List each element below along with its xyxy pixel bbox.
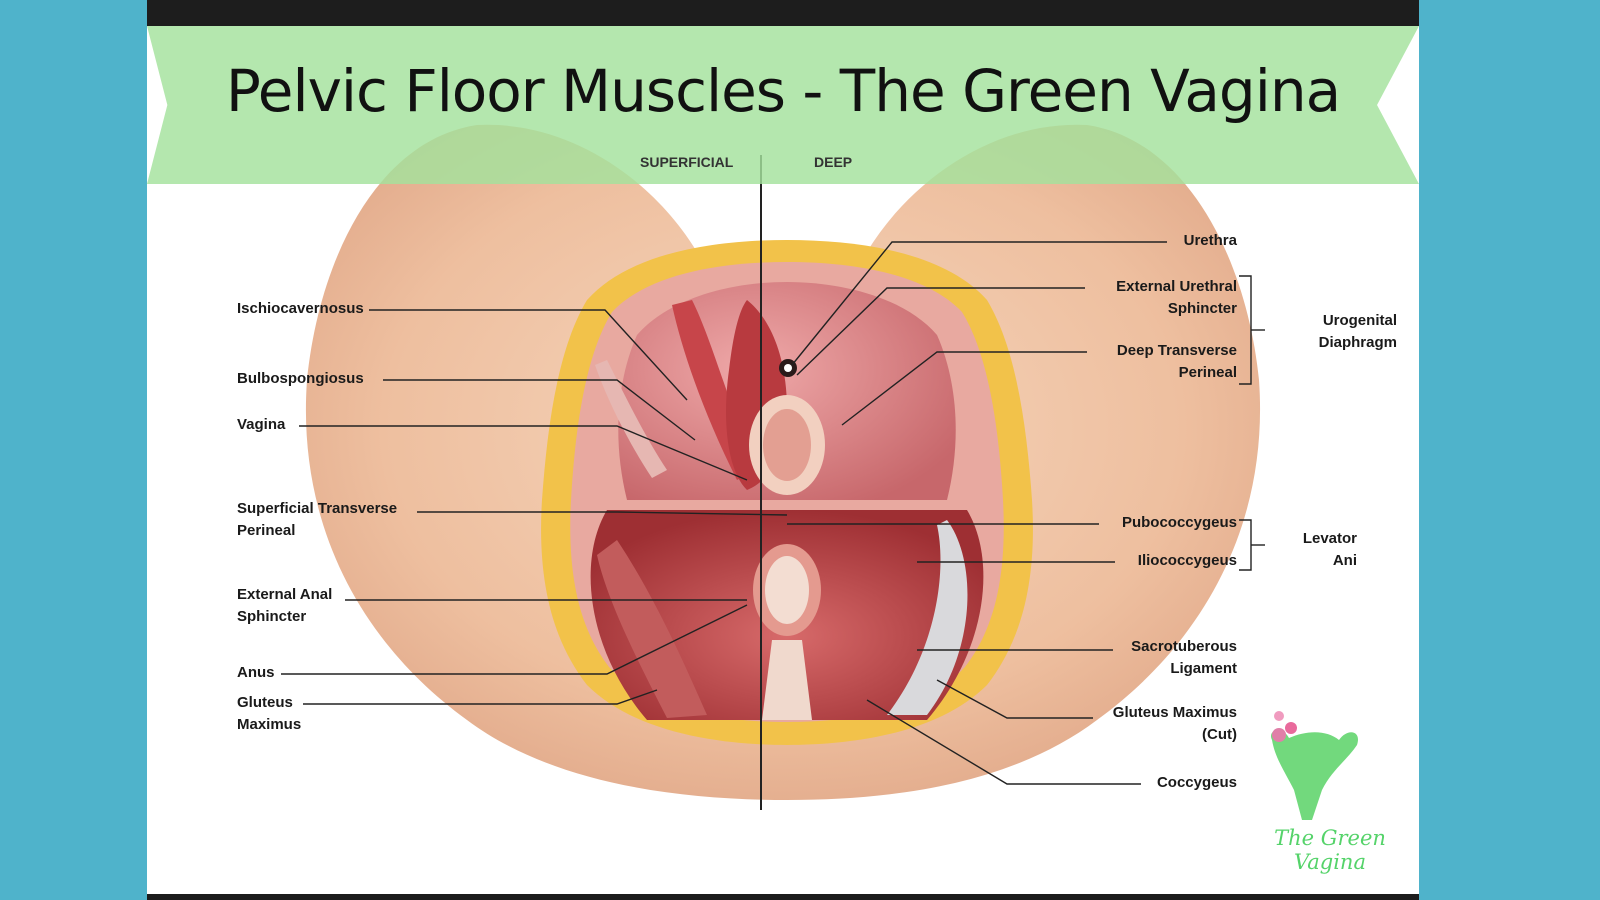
green-uterus-logo: [1270, 711, 1358, 820]
group-brackets: [1239, 275, 1265, 571]
slide: Pelvic Floor Muscles - The Green Vagina …: [147, 0, 1419, 900]
logo-text: The Green Vagina: [1274, 826, 1386, 874]
top-bar: [147, 0, 1419, 26]
pelvic-floor-illustration: [281, 124, 1358, 820]
label-sacrotuberous-ligament: Sacrotuberous Ligament: [1131, 638, 1237, 677]
label-gluteus-maximus: Gluteus Maximus: [237, 694, 302, 733]
page-title: Pelvic Floor Muscles - The Green Vagina: [225, 57, 1341, 125]
label-iliococcygeus: Iliococcygeus: [1137, 552, 1237, 569]
label-urogenital-diaphragm: Urogenital Diaphragm: [1318, 312, 1397, 351]
leader-lines-left: [281, 309, 788, 705]
title-banner: [147, 26, 1419, 184]
label-deep-transverse-perineal: Deep Transverse Perineal: [1116, 342, 1237, 381]
label-ischiocavernosus: Ischiocavernosus: [237, 300, 364, 317]
label-external-anal-sphincter: External Anal Sphincter: [237, 586, 333, 625]
label-superficial-transverse: Superficial Transverse Perineal: [237, 500, 398, 539]
label-vagina: Vagina: [237, 416, 286, 433]
label-levator-ani: Levator Ani: [1302, 530, 1357, 569]
label-bulbospongiosus: Bulbospongiosus: [237, 370, 364, 387]
bottom-bar: [147, 894, 1419, 900]
header-deep: DEEP: [814, 154, 853, 170]
label-gluteus-maximus-cut: Gluteus Maximus (Cut): [1112, 704, 1237, 743]
label-pubococcygeus: Pubococcygeus: [1121, 514, 1237, 531]
header-superficial: SUPERFICIAL: [640, 154, 734, 170]
label-urethra: Urethra: [1183, 232, 1237, 249]
label-anus: Anus: [237, 664, 275, 681]
label-external-urethral-sphincter: External Urethral Sphincter: [1116, 278, 1237, 317]
label-coccygeus: Coccygeus: [1156, 774, 1237, 791]
leader-lines-right: [787, 241, 1167, 785]
